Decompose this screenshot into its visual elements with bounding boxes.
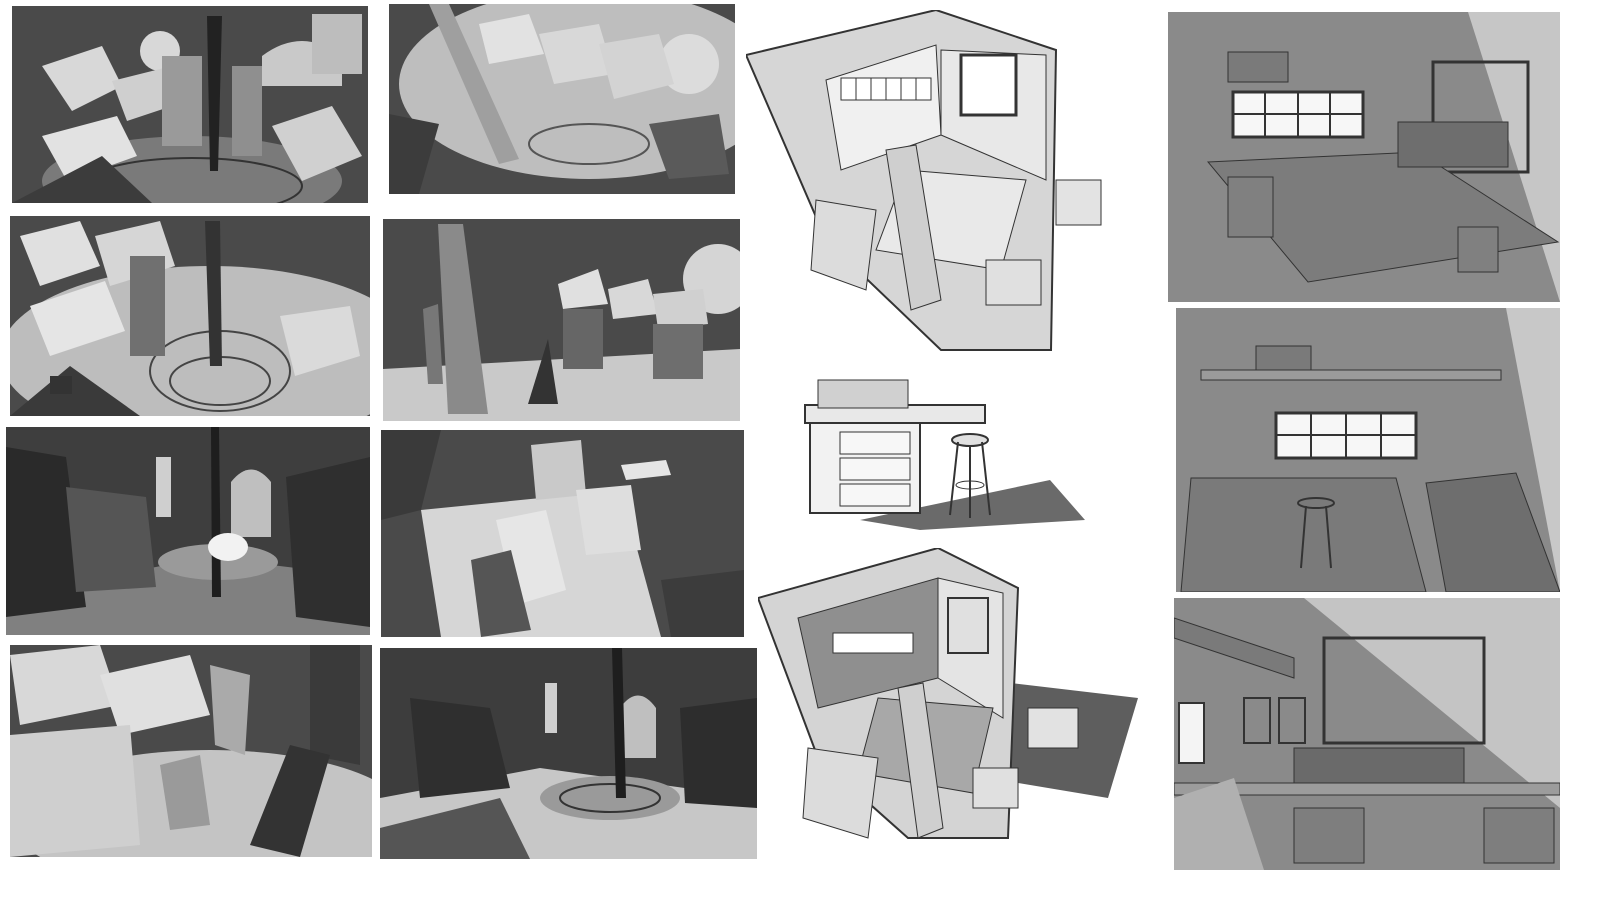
town-render-panel-1: [12, 6, 368, 203]
town-render-5-image: [389, 4, 735, 194]
town-render-6-image: [383, 219, 740, 421]
room-sketch-top-image: [746, 10, 1102, 351]
room-view-panel-3: [1174, 598, 1560, 870]
room-view-1-image: [1168, 12, 1560, 302]
room-view-panel-2: [1176, 308, 1560, 592]
room-view-panel-1: [1168, 12, 1560, 302]
town-render-panel-7: [381, 430, 744, 637]
desk-stool-sketch: [800, 370, 1085, 530]
town-render-8-image: [380, 648, 757, 859]
desk-stool-sketch-image: [804, 379, 1085, 530]
town-render-panel-8: [380, 648, 757, 859]
room-sketch-top: [746, 10, 1121, 362]
town-render-panel-2: [10, 216, 370, 416]
town-render-panel-6: [383, 219, 740, 421]
room-view-2-image: [1176, 308, 1560, 592]
room-sketch-bottom-image: [758, 548, 1138, 839]
room-view-3-image: [1174, 598, 1560, 870]
room-sketch-bottom: [758, 548, 1138, 848]
town-render-panel-3: [6, 427, 370, 635]
town-render-2-image: [10, 216, 370, 416]
town-render-1-image: [12, 6, 368, 203]
town-render-panel-4: [10, 645, 372, 857]
town-render-7-image: [381, 430, 744, 637]
town-render-3-image: [6, 427, 370, 635]
town-render-panel-5: [389, 4, 735, 194]
town-render-4-image: [10, 645, 372, 857]
